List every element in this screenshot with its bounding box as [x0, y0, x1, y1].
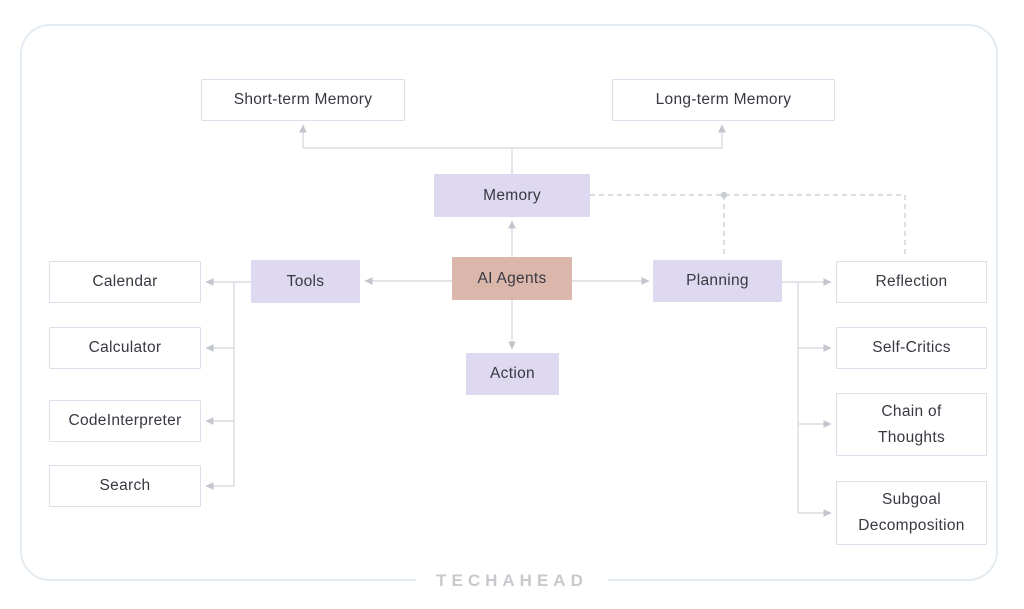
node-action: Action: [466, 353, 559, 395]
node-planning: Planning: [653, 260, 782, 302]
node-chain-of-thoughts: Chain of Thoughts: [836, 393, 987, 456]
techahead-logo: TECHAHEAD: [416, 571, 608, 591]
node-ai-agents: AI Agents: [452, 257, 572, 300]
node-calendar: Calendar: [49, 261, 201, 303]
node-tools: Tools: [251, 260, 360, 303]
node-subgoal-decomposition: Subgoal Decomposition: [836, 481, 987, 545]
node-reflection: Reflection: [836, 261, 987, 303]
node-long-term-memory: Long-term Memory: [612, 79, 835, 121]
node-short-term-memory: Short-term Memory: [201, 79, 405, 121]
node-code-interpreter: CodeInterpreter: [49, 400, 201, 442]
node-memory: Memory: [434, 174, 590, 217]
node-search: Search: [49, 465, 201, 507]
node-calculator: Calculator: [49, 327, 201, 369]
node-self-critics: Self-Critics: [836, 327, 987, 369]
